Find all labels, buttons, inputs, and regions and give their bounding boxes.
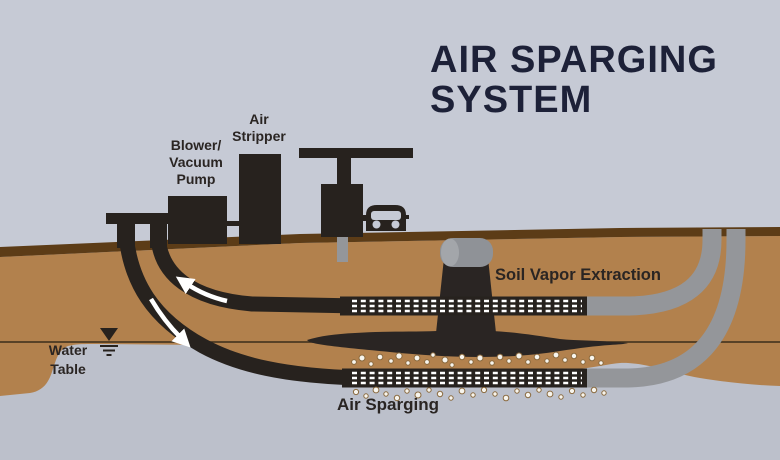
water-table-label: Water Table — [48, 342, 88, 377]
title-line1: AIR SPARGING — [430, 39, 718, 81]
page-title: AIR SPARGING SYSTEM — [430, 40, 770, 120]
car-headlight-right — [391, 220, 400, 229]
contaminant-plume — [307, 331, 628, 357]
blower-stripper-pipe — [227, 221, 240, 226]
flow-arrow-extraction — [175, 276, 228, 304]
well-cap-cylinder — [440, 238, 493, 267]
air-stripper-label: Air Stripper — [232, 111, 286, 144]
air-bubbles — [351, 351, 607, 402]
title-line2: SYSTEM — [430, 79, 593, 121]
car-headlight-left — [372, 220, 381, 229]
manifold — [106, 213, 182, 248]
car — [363, 205, 409, 231]
ground-surface-band — [0, 227, 780, 257]
well-column — [436, 258, 496, 333]
soil-vapor-extraction-label: Soil Vapor Extraction — [495, 266, 661, 284]
vent-riser-pipe — [337, 234, 348, 262]
flow-arrow-sparge — [149, 297, 191, 348]
sparge-supply-pipe — [118, 235, 361, 386]
car-windshield — [371, 211, 401, 220]
vent-stack — [299, 148, 413, 237]
water-table-symbol — [100, 328, 118, 356]
blower-pump-box — [168, 196, 227, 244]
sve-screen-pipe — [340, 296, 587, 316]
air-sparging-label: Air Sparging — [337, 395, 440, 414]
air-stripper-tower — [239, 154, 281, 244]
gray-riser-pipes — [586, 229, 746, 388]
blower-pump-label: Blower/ Vacuum Pump — [169, 137, 223, 187]
sparge-screen-pipe — [342, 368, 587, 388]
